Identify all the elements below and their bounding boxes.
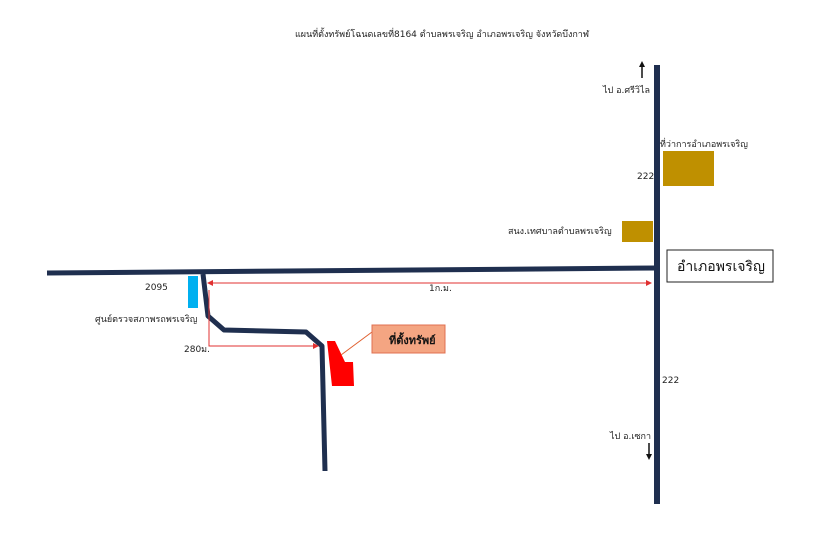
- property-label-box: [371, 324, 446, 354]
- property-plot: [327, 341, 354, 386]
- arrow-down-icon: [646, 443, 652, 460]
- route-222-top-label: 222: [637, 172, 654, 182]
- road-2095: [46, 265, 658, 276]
- distance-280m-line: [208, 290, 319, 349]
- distance-1km-label: 1ก.ม.: [429, 284, 452, 294]
- district-office-building: [663, 151, 714, 186]
- property-label: ที่ตั้งทรัพย์: [389, 332, 436, 347]
- route-2095-label: 2095: [145, 283, 168, 293]
- district-name-label: อำเภอพรเจริญ: [677, 259, 765, 275]
- inspection-center-building: [188, 276, 198, 308]
- municipal-office-building: [622, 221, 653, 242]
- map-title: แผนที่ตั้งทรัพย์โฉนดเลขที่8164 ตำบลพรเจร…: [295, 27, 590, 40]
- side-road: [200, 273, 328, 472]
- to-srivilai-label: ไป อ.ศรีวิไล: [602, 85, 650, 96]
- distance-280m-label: 280ม.: [184, 345, 210, 355]
- district-office-label: ที่ว่าการอำเภอพรเจริญ: [660, 137, 748, 150]
- route-222-bottom-label: 222: [662, 376, 679, 386]
- property-callout-line: [340, 331, 373, 356]
- arrow-up-icon: [639, 61, 645, 78]
- to-sekha-label: ไป อ.เซกา: [609, 431, 651, 442]
- distance-1km-line: [207, 280, 652, 286]
- municipal-office-label: สนง.เทศบาลตำบลพรเจริญ: [508, 226, 612, 237]
- inspection-center-label: ศูนย์ตรวจสภาพรถพรเจริญ: [95, 313, 198, 325]
- district-name-box: [666, 249, 774, 283]
